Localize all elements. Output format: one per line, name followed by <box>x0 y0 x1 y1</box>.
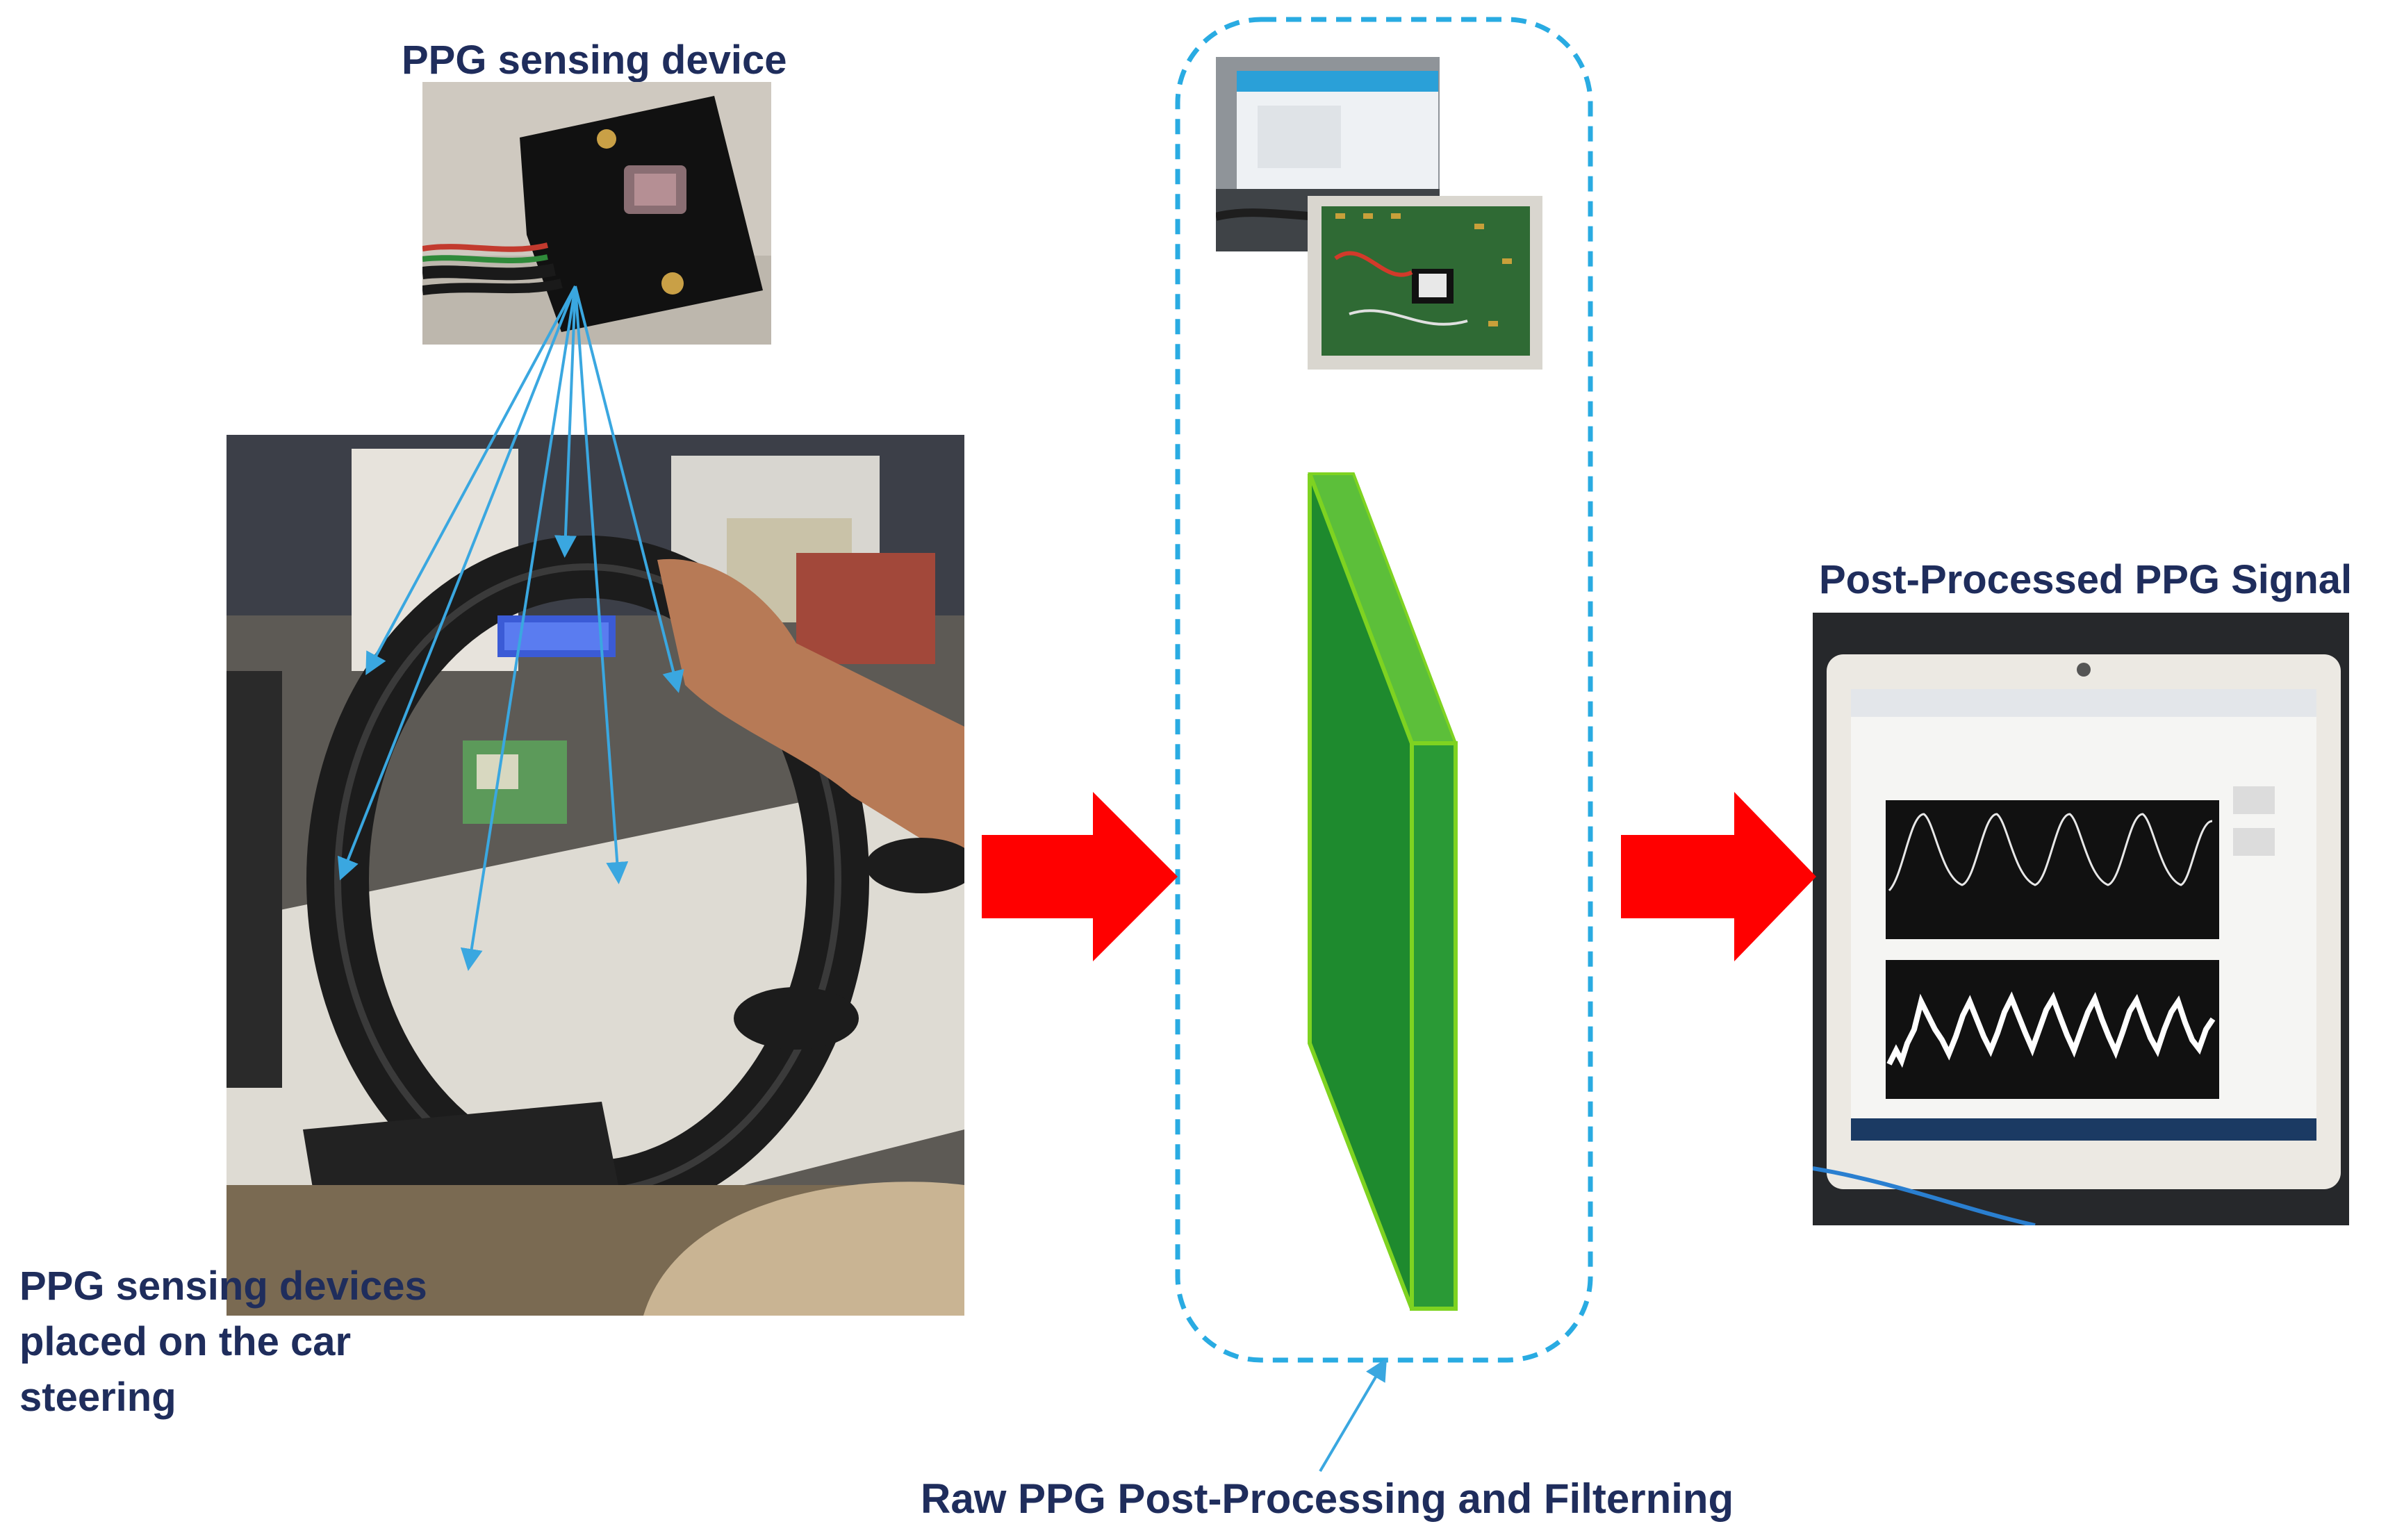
post-processed-signal-label: Post-Processed PPG Signal <box>1819 557 2353 602</box>
steering-wheel-photo <box>227 435 964 1316</box>
signal-board-photo <box>1308 196 1542 370</box>
filter-block <box>1308 472 1458 1311</box>
ppg-sensor-photo <box>422 82 771 345</box>
steering-placement-label: PPG sensing devices placed on the car st… <box>19 1264 427 1420</box>
monitor-photo <box>1813 613 2349 1225</box>
raw-processing-label: Raw PPG Post-Processing and Filterning <box>921 1475 1734 1522</box>
flow-arrow-right <box>1621 792 1816 961</box>
processing-pointer-arrow <box>1319 1358 1388 1473</box>
sensing-device-label: PPG sensing device <box>402 38 787 83</box>
flow-arrow-left <box>982 792 1178 961</box>
